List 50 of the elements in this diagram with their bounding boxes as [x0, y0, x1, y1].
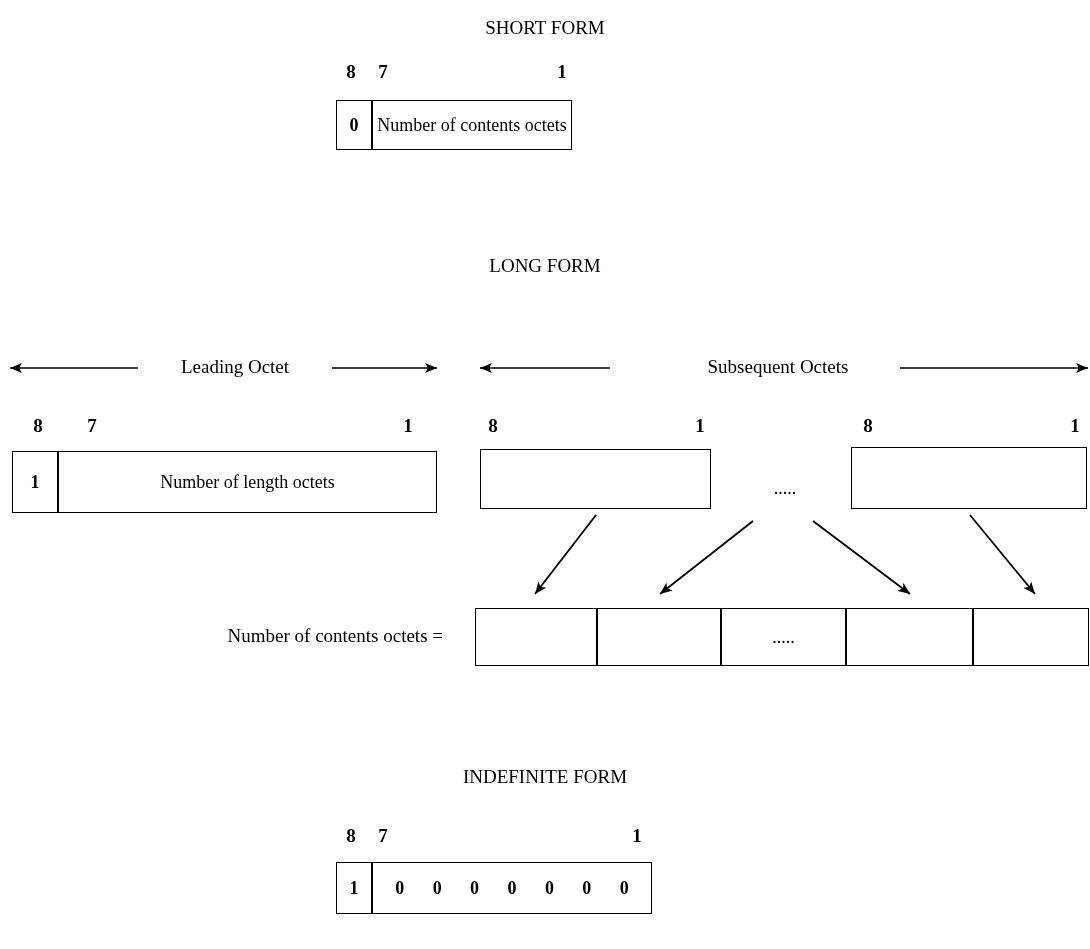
bit-number: 8 [346, 60, 356, 84]
bit-number: 7 [87, 414, 97, 438]
bit-number: 8 [488, 414, 498, 438]
octet-text: Number of contents octets [377, 113, 567, 137]
bit-number: 1 [1070, 414, 1080, 438]
octet-field [372, 862, 652, 914]
empty-octet-box [480, 449, 711, 509]
bit-number: 7 [378, 60, 388, 84]
bit-number: 8 [346, 824, 356, 848]
octet-text: 1 [349, 876, 359, 900]
octet-text: 0 [544, 876, 554, 900]
arrow [969, 514, 1036, 595]
form-title: LONG FORM [489, 254, 601, 278]
octet-text: 0 [470, 876, 480, 900]
form-title: SHORT FORM [485, 16, 605, 40]
bit-number: 8 [863, 414, 873, 438]
empty-octet-box [475, 608, 597, 666]
octet-text: 0 [507, 876, 517, 900]
octet-field [12, 451, 58, 513]
octet-text: ..... [772, 625, 795, 649]
octet-text: 0 [619, 876, 629, 900]
octet-field [336, 862, 372, 914]
bit-number: 1 [632, 824, 642, 848]
bit-number: 1 [557, 60, 567, 84]
arrow [534, 514, 597, 595]
arrow [659, 520, 754, 595]
bit-number: 1 [403, 414, 413, 438]
bit-number: 1 [695, 414, 705, 438]
empty-octet-box [973, 608, 1089, 666]
row-label: Number of contents octets = [227, 624, 443, 648]
arrow [812, 520, 911, 595]
octet-field [58, 451, 437, 513]
octet-field [721, 608, 846, 666]
octet-text: 0 [395, 876, 405, 900]
octet-text: 0 [582, 876, 592, 900]
octet-text: 1 [30, 470, 40, 494]
bit-number: 7 [378, 824, 388, 848]
empty-octet-box [846, 608, 973, 666]
octet-text: ..... [773, 477, 797, 500]
octet-text: Number of length octets [160, 470, 335, 494]
octet-text: 0 [432, 876, 442, 900]
span-label: Leading Octet [180, 355, 290, 379]
span-label: Subsequent Octets [707, 355, 849, 379]
empty-octet-box [597, 608, 721, 666]
octet-field [336, 100, 372, 150]
empty-octet-box [851, 447, 1087, 509]
octet-text: 0 [349, 113, 359, 137]
form-title: INDEFINITE FORM [462, 765, 628, 789]
octet-field [372, 100, 572, 150]
bit-number: 8 [33, 414, 43, 438]
